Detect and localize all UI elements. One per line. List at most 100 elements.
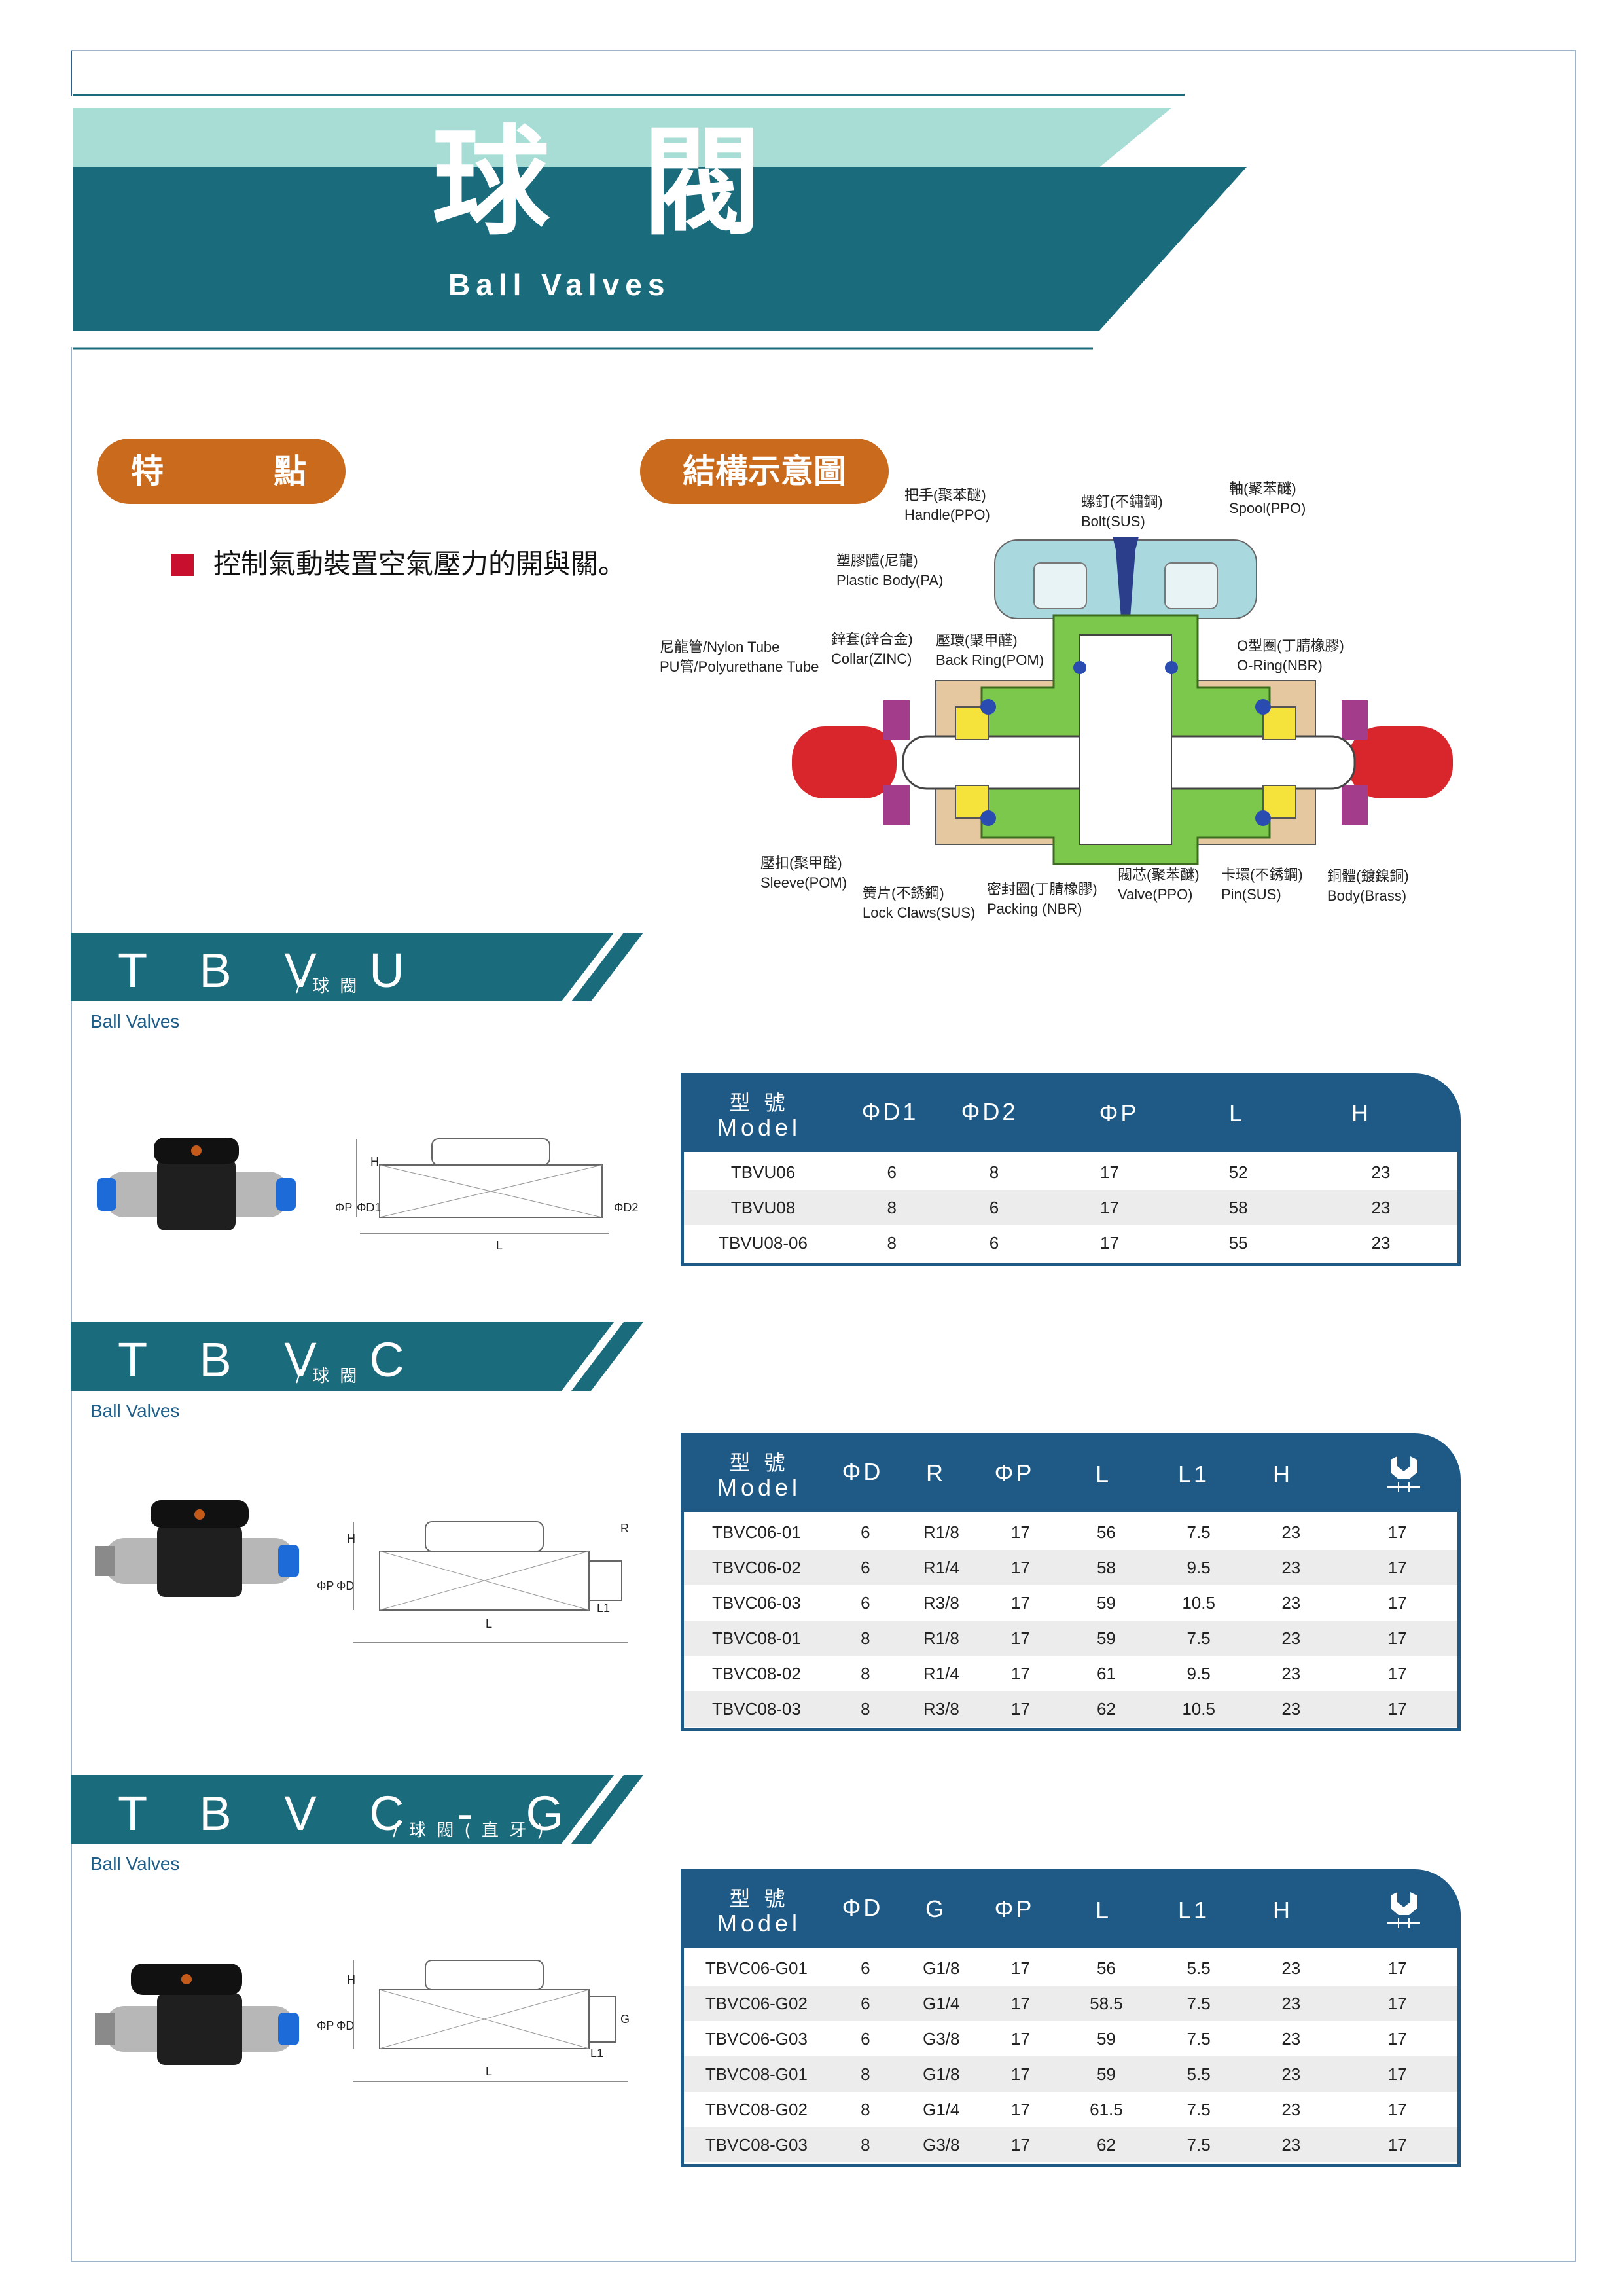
dim-label-d: ΦD xyxy=(336,2019,355,2032)
value-cell: 7.5 xyxy=(1186,1522,1211,1542)
value-cell: 23 xyxy=(1281,1663,1301,1683)
wrench-icon xyxy=(1387,1456,1420,1492)
wrench-icon xyxy=(1387,1892,1420,1928)
value-cell: R3/8 xyxy=(923,1592,959,1613)
header-col-l: L xyxy=(1095,1461,1112,1488)
label-handle: 把手(聚苯醚)Handle(PPO) xyxy=(904,487,990,523)
value-cell: 8 xyxy=(861,1663,870,1683)
value-cell: 59 xyxy=(1096,2028,1116,2049)
value-cell: 61 xyxy=(1096,1663,1116,1683)
value-cell: 23 xyxy=(1245,1550,1338,1585)
value-cell: 17 xyxy=(1387,1958,1407,1978)
section-title-tbvcg: T B V C - G xyxy=(118,1786,584,1840)
dimension-drawing-tbvcg xyxy=(353,1960,628,2082)
value-cell: 17 xyxy=(1387,2028,1407,2049)
value-cell: 17 xyxy=(980,1691,1060,1727)
section-banner-tbvu xyxy=(71,933,643,1001)
section-en-tbvu: Ball Valves xyxy=(90,1011,180,1031)
model-cell: TBVC08-03 xyxy=(684,1691,829,1727)
value-cell: G1/4 xyxy=(901,1986,981,2021)
value-cell: 17 xyxy=(980,1550,1060,1585)
frame-top xyxy=(71,50,1576,51)
header-col-g: G xyxy=(925,1895,946,1922)
value-cell: 23 xyxy=(1281,1592,1301,1613)
section-banner-tbvcg xyxy=(71,1775,643,1844)
value-cell: 17 xyxy=(980,1986,1060,2021)
value-cell: 62 xyxy=(1060,1691,1153,1727)
dim-label-l1: L1 xyxy=(597,1602,611,1615)
section-subtitle-tbvc: / 球 閥 xyxy=(296,1367,360,1386)
header-model-en: Model xyxy=(717,1910,802,1937)
product-photo-tbvc xyxy=(95,1500,299,1597)
value-cell: G3/8 xyxy=(923,2028,960,2049)
page-title: 球 閥 xyxy=(432,115,787,251)
value-cell: 59 xyxy=(1060,2056,1153,2092)
value-cell: R1/8 xyxy=(923,1522,959,1542)
section-en-tbvc: Ball Valves xyxy=(90,1401,180,1421)
model-cell: TBVC06-G01 xyxy=(705,1958,808,1978)
value-cell: 6 xyxy=(829,1986,902,2021)
value-cell: 23 xyxy=(1245,2127,1338,2162)
value-cell: 17 xyxy=(1046,1190,1173,1225)
value-cell: 8 xyxy=(842,1190,942,1225)
value-cell: 8 xyxy=(829,2056,902,2092)
dim-label-g: G xyxy=(620,2013,630,2026)
label-back-ring: 壓環(聚甲醛)Back Ring(POM) xyxy=(936,632,1044,668)
section-subtitle-tbvcg: / 球 閥 ( 直 牙 ) xyxy=(393,1821,546,1840)
value-cell: 61.5 xyxy=(1090,2099,1123,2119)
dim-label-p: ΦP xyxy=(317,2019,334,2032)
value-cell: R1/4 xyxy=(923,1663,959,1683)
header-col-h: H xyxy=(1273,1461,1293,1488)
value-cell: 7.5 xyxy=(1152,2127,1245,2162)
value-cell: 6 xyxy=(861,1958,870,1978)
value-cell: 10.5 xyxy=(1182,1592,1215,1613)
value-cell: 59 xyxy=(1096,1592,1116,1613)
value-cell: 17 xyxy=(980,1621,1060,1656)
value-cell: 8 xyxy=(829,2127,902,2162)
value-cell: 23 xyxy=(1281,2028,1301,2049)
value-cell: 17 xyxy=(1387,1522,1407,1542)
value-cell: 17 xyxy=(1010,2028,1030,2049)
value-cell: 23 xyxy=(1245,1986,1338,2021)
value-cell: 23 xyxy=(1371,1232,1391,1253)
value-cell: 17 xyxy=(1010,2099,1030,2119)
model-cell: TBVC06-01 xyxy=(712,1522,801,1542)
model-cell: TBVC06-03 xyxy=(712,1592,801,1613)
value-cell: 8 xyxy=(829,1691,902,1727)
label-o-ring: O型圈(丁腈橡膠)O-Ring(NBR) xyxy=(1237,637,1344,673)
header-banner xyxy=(73,94,1247,350)
label-sleeve: 壓扣(聚甲醛)Sleeve(POM) xyxy=(760,855,847,891)
value-cell: 6 xyxy=(829,1550,902,1585)
value-cell: 23 xyxy=(1245,1621,1338,1656)
header-col-p: ΦP xyxy=(994,1460,1035,1486)
header-col-d: ΦD xyxy=(842,1458,883,1485)
frame-left xyxy=(71,347,72,2262)
dim-label-h: H xyxy=(347,1532,355,1545)
header-col-p: ΦP xyxy=(994,1895,1035,1922)
model-cell: TBVU08-06 xyxy=(719,1232,808,1253)
section-en-tbvcg: Ball Valves xyxy=(90,1854,180,1874)
value-cell: 55 xyxy=(1228,1232,1248,1253)
value-cell: 6 xyxy=(861,1592,870,1613)
label-bolt: 螺釘(不鏽鋼)Bolt(SUS) xyxy=(1081,493,1163,529)
value-cell: G1/8 xyxy=(901,2056,981,2092)
value-cell: 17 xyxy=(1010,1663,1030,1683)
page-subtitle: Ball Valves xyxy=(448,268,671,302)
model-cell: TBVU08 xyxy=(684,1190,843,1225)
value-cell: G3/8 xyxy=(901,2127,981,2162)
value-cell: 5.5 xyxy=(1186,1958,1211,1978)
value-cell: 17 xyxy=(1337,2127,1457,2162)
dim-label-r: R xyxy=(620,1522,629,1535)
product-photo-tbvu xyxy=(97,1138,296,1230)
structure-pill: 結構示意圖 xyxy=(640,439,889,504)
value-cell: 8 xyxy=(829,1621,902,1656)
